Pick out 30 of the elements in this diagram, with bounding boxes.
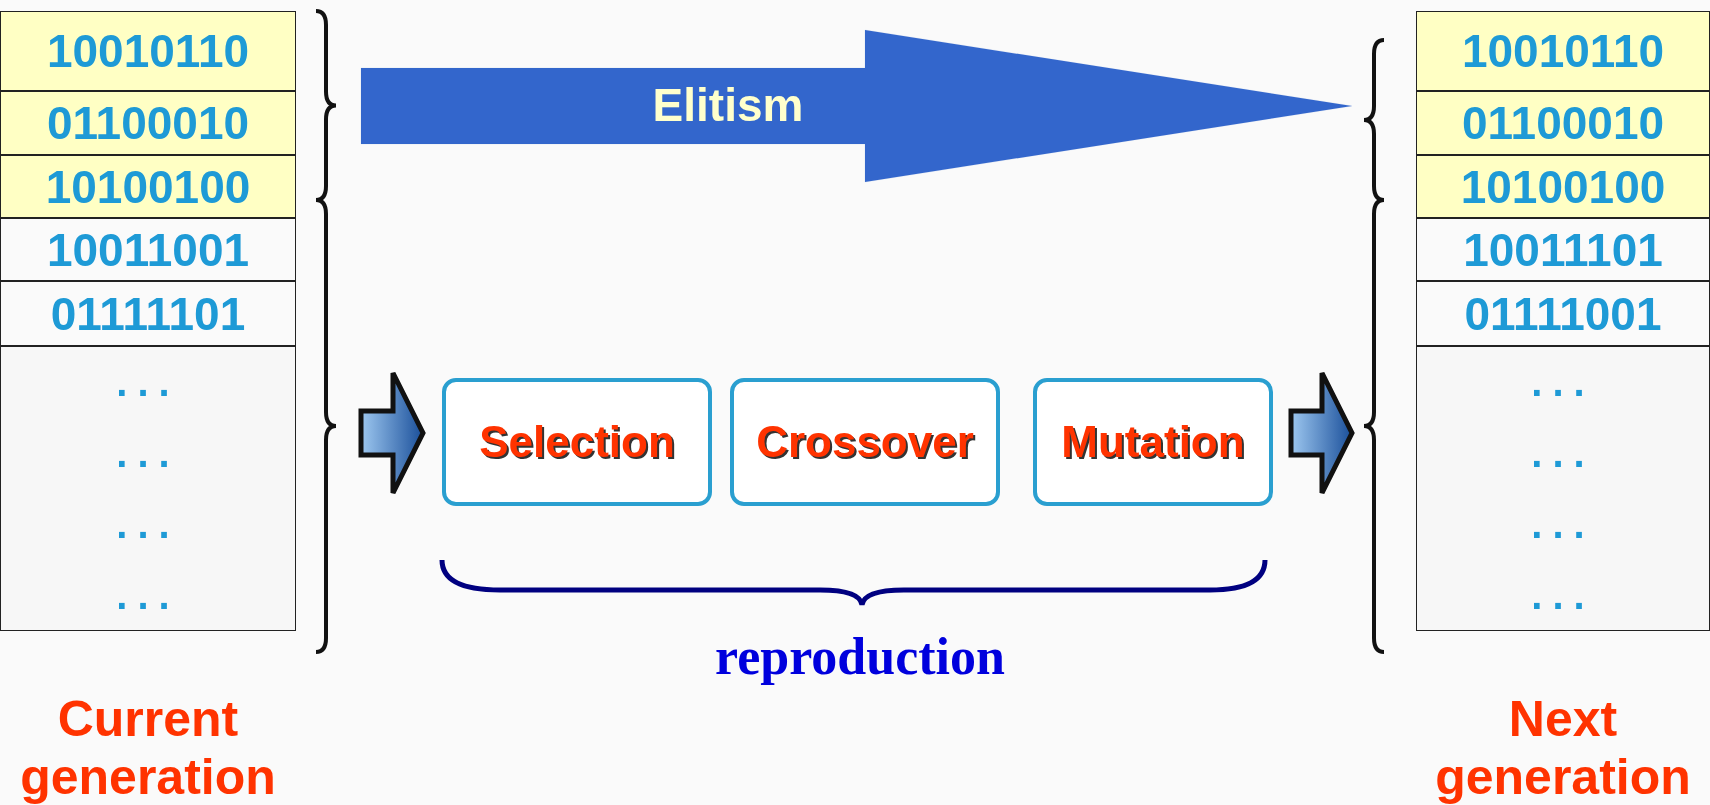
process-box: Mutation xyxy=(1033,378,1273,506)
process-box: Crossover xyxy=(730,378,1000,506)
ellipsis: ... xyxy=(116,574,180,615)
ellipsis: ... xyxy=(116,362,180,403)
chromosome-row: 10011001 xyxy=(0,218,296,281)
chromosome-row: 01111101 xyxy=(0,281,296,346)
block-arrow xyxy=(358,370,426,496)
ellipsis: ... xyxy=(1531,433,1595,474)
chromosome-row: 01100010 xyxy=(1416,91,1710,155)
ellipsis: ... xyxy=(116,433,180,474)
block-arrow xyxy=(1288,370,1355,496)
ellipsis: ... xyxy=(1531,503,1595,544)
table-cell xyxy=(1416,346,1710,631)
process-box: Selection xyxy=(442,378,712,506)
ellipsis: ... xyxy=(1531,362,1595,403)
chromosome-row: 10010110 xyxy=(0,11,296,91)
chromosome-row: 10100100 xyxy=(0,155,296,218)
chromosome-row: 10011101 xyxy=(1416,218,1710,281)
chromosome-row: 01100010 xyxy=(0,91,296,155)
ellipsis: ... xyxy=(116,503,180,544)
chromosome-row: 01111001 xyxy=(1416,281,1710,346)
table-cell xyxy=(0,346,296,631)
brace-label: reproduction xyxy=(714,628,1006,686)
edge-label: Elitism xyxy=(651,78,805,133)
ellipsis: ... xyxy=(1531,574,1595,615)
column-heading: Current generation xyxy=(19,691,277,805)
chromosome-row: 10100100 xyxy=(1416,155,1710,218)
chromosome-row: 10010110 xyxy=(1416,11,1710,91)
column-heading: Next generation xyxy=(1434,691,1692,805)
block-arrow xyxy=(360,29,1353,183)
